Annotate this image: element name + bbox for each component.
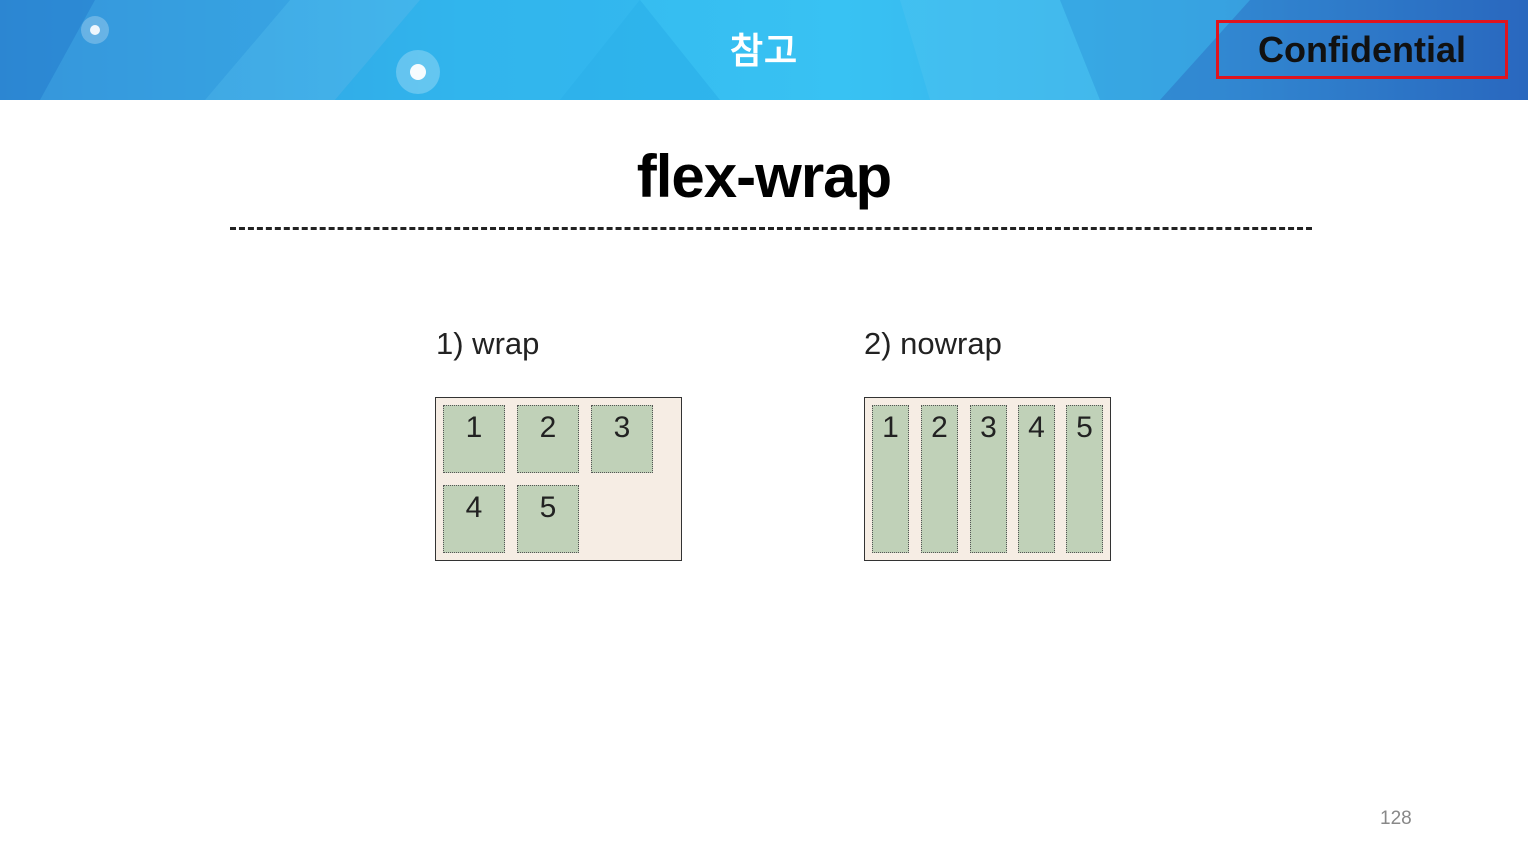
confidential-badge: Confidential bbox=[1216, 20, 1508, 79]
nowrap-item: 3 bbox=[970, 405, 1007, 553]
banner-title: 참고 bbox=[729, 31, 799, 72]
wrap-item: 3 bbox=[591, 405, 653, 473]
wrap-item: 4 bbox=[443, 485, 505, 553]
nowrap-item: 4 bbox=[1018, 405, 1055, 553]
banner-background-pattern bbox=[0, 0, 1528, 100]
nowrap-item: 2 bbox=[921, 405, 958, 553]
header-banner: 참고 Confidential bbox=[0, 0, 1528, 100]
nowrap-item: 1 bbox=[872, 405, 909, 553]
wrap-item: 1 bbox=[443, 405, 505, 473]
dashed-divider bbox=[230, 227, 1312, 230]
wrap-example-label: 1) wrap bbox=[436, 326, 540, 361]
nowrap-item: 5 bbox=[1066, 405, 1103, 553]
wrap-item: 5 bbox=[517, 485, 579, 553]
nowrap-container: 1 2 3 4 5 bbox=[864, 397, 1111, 561]
nowrap-example-label: 2) nowrap bbox=[864, 326, 1002, 361]
page-title: flex-wrap bbox=[636, 143, 892, 210]
page-number: 128 bbox=[1380, 808, 1412, 829]
wrap-item: 2 bbox=[517, 405, 579, 473]
wrap-container: 1 2 3 4 5 bbox=[435, 397, 682, 561]
